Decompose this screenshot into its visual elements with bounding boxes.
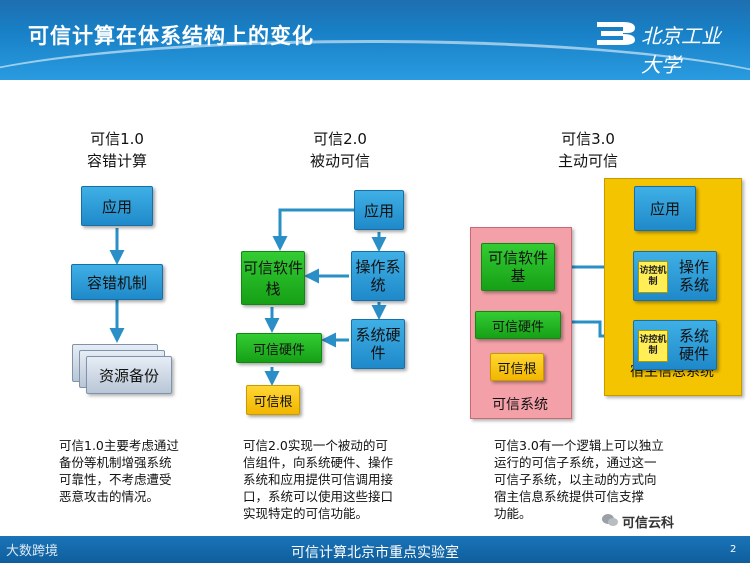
desc-line: 宿主信息系统提供可信支撑 <box>494 488 734 505</box>
desc-line: 可信2.0实现一个被动的可 <box>243 437 453 454</box>
desc-line: 备份等机制增强系统 <box>59 454 229 471</box>
page-number: 2 <box>730 544 736 555</box>
c1-fault-tolerance-box: 容错机制 <box>71 264 163 300</box>
c2-description: 可信2.0实现一个被动的可 信组件，向系统硬件、操作 系统和应用提供可信调用接 … <box>243 437 453 522</box>
c3-trusted-root-box: 可信根 <box>490 353 544 381</box>
desc-line: 可靠性，不考虑遭受 <box>59 471 229 488</box>
wechat-icon <box>602 513 618 527</box>
c2-app-box: 应用 <box>354 190 404 230</box>
column-2-title: 可信2.0 被动可信 <box>280 128 400 172</box>
c2-trusted-root-box: 可信根 <box>246 385 300 415</box>
column-3-title: 可信3.0 主动可信 <box>528 128 648 172</box>
column-3-version: 可信3.0 <box>528 128 648 150</box>
c3-access-control-tag-2: 访控机制 <box>638 330 668 362</box>
desc-line: 可信3.0有一个逻辑上可以独立 <box>494 437 734 454</box>
c2-system-hardware-box: 系统硬件 <box>351 319 405 369</box>
watermark-left: 大数跨境 <box>6 540 58 559</box>
c3-access-control-tag-1: 访控机制 <box>638 261 668 293</box>
desc-line: 可信1.0主要考虑通过 <box>59 437 229 454</box>
desc-line: 信组件，向系统硬件、操作 <box>243 454 453 471</box>
c3-app-box: 应用 <box>634 186 696 231</box>
desc-line: 恶意攻击的情况。 <box>59 488 229 505</box>
c1-resource-backup-box: 资源备份 <box>86 356 172 394</box>
c3-description: 可信3.0有一个逻辑上可以独立 运行的可信子系统，通过这一 可信子系统，以主动的… <box>494 437 734 522</box>
watermark-right: 可信云科 <box>622 512 674 531</box>
c3-trusted-software-base-box: 可信软件基 <box>481 243 555 291</box>
column-2-version: 可信2.0 <box>280 128 400 150</box>
c3-trusted-hardware-box: 可信硬件 <box>475 311 561 339</box>
desc-line: 实现特定的可信功能。 <box>243 505 453 522</box>
c1-app-box: 应用 <box>81 186 153 226</box>
trusted-system-label: 可信系统 <box>470 394 570 414</box>
c3-system-hardware-label: 系统硬件 <box>674 327 714 363</box>
column-3-name: 主动可信 <box>528 150 648 172</box>
c2-trusted-hardware-box: 可信硬件 <box>236 333 322 363</box>
desc-line: 口，系统可以使用这些接口 <box>243 488 453 505</box>
desc-line: 运行的可信子系统，通过这一 <box>494 454 734 471</box>
column-1-title: 可信1.0 容错计算 <box>57 128 177 172</box>
c2-trusted-software-stack-box: 可信软件栈 <box>241 251 305 305</box>
c3-system-hardware-box: 访控机制 系统硬件 <box>633 320 717 370</box>
column-1-version: 可信1.0 <box>57 128 177 150</box>
column-2-name: 被动可信 <box>280 150 400 172</box>
c1-description: 可信1.0主要考虑通过 备份等机制增强系统 可靠性，不考虑遭受 恶意攻击的情况。 <box>59 437 229 505</box>
desc-line: 系统和应用提供可信调用接 <box>243 471 453 488</box>
c2-os-box: 操作系统 <box>351 251 405 301</box>
c3-os-label: 操作系统 <box>674 258 714 294</box>
desc-line: 可信子系统，以主动的方式向 <box>494 471 734 488</box>
c3-os-box: 访控机制 操作系统 <box>633 251 717 301</box>
footer-lab-name: 可信计算北京市重点实验室 <box>0 542 750 562</box>
column-1-name: 容错计算 <box>57 150 177 172</box>
